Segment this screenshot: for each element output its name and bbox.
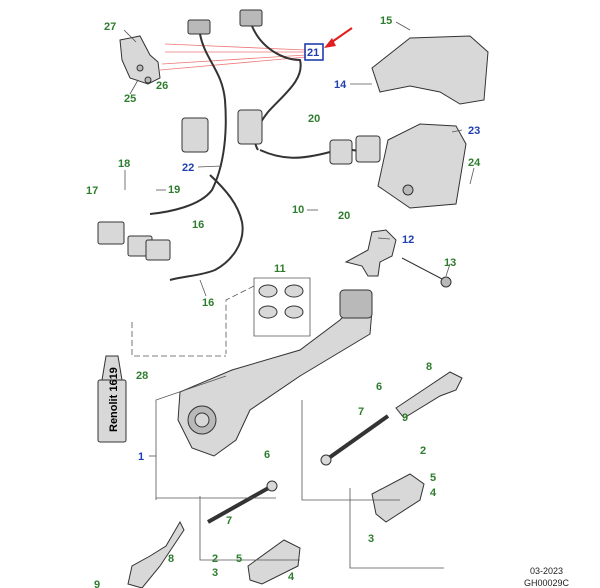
callout-18: 18 — [118, 158, 130, 170]
leader-red-1 — [164, 43, 307, 51]
callout-14: 14 — [334, 79, 347, 91]
callout-11: 11 — [274, 263, 286, 275]
callout-3b: 3 — [212, 567, 218, 579]
footer-code: GH00029C — [524, 578, 570, 588]
callout-27: 27 — [104, 21, 116, 33]
callout-6b: 6 — [264, 449, 270, 461]
callout-22: 22 — [182, 162, 194, 174]
stud-part-24 — [402, 184, 414, 196]
bushing-set-part-11 — [258, 284, 304, 319]
leader-red-4 — [159, 56, 307, 71]
callout-23: 23 — [468, 125, 480, 137]
callout-7b: 7 — [226, 515, 232, 527]
footer-date: 03-2023 — [530, 566, 563, 576]
callout-1: 1 — [138, 451, 144, 463]
grease-tube-part-28 — [97, 355, 127, 443]
callout-10: 10 — [292, 204, 304, 216]
callout-21: 21 — [307, 47, 319, 59]
callout-2b: 2 — [212, 553, 218, 565]
callout-25: 25 — [124, 93, 136, 105]
bracket-part-25 — [119, 35, 161, 85]
mount-bracket-part-12 — [344, 229, 397, 277]
callout-6: 6 — [376, 381, 382, 393]
boot-part-4-lower — [247, 539, 301, 585]
callout-17: 17 — [86, 185, 98, 197]
callout-8b: 8 — [168, 553, 174, 565]
heat-shield-part-23 — [377, 123, 467, 209]
bolt-part-13 — [401, 257, 445, 281]
inner-tie-rod-part-6-lower — [207, 480, 278, 524]
callout-24: 24 — [468, 157, 481, 169]
wiring-harness-part-22 — [97, 9, 381, 281]
callout-7: 7 — [358, 406, 364, 418]
callout-20: 20 — [308, 113, 320, 125]
red-arrow-icon — [324, 27, 353, 48]
callout-12: 12 — [402, 234, 414, 246]
tie-rod-end-part-8 — [395, 371, 463, 419]
callout-20b: 20 — [338, 210, 350, 222]
callout-2: 2 — [420, 445, 426, 457]
steering-rack-part-1 — [177, 289, 373, 457]
callout-8: 8 — [426, 361, 432, 373]
callout-21-highlight-box — [304, 43, 324, 61]
callout-5b: 5 — [236, 553, 242, 565]
callout-3: 3 — [368, 533, 374, 545]
assembly-bracket-line — [155, 375, 227, 500]
callout-26: 26 — [156, 80, 168, 92]
boot-part-4 — [371, 473, 425, 523]
callout-5: 5 — [430, 472, 436, 484]
bushing-group-box — [253, 277, 311, 337]
callout-28: 28 — [136, 370, 148, 382]
heat-shield-part-14 — [371, 35, 489, 105]
callout-19: 19 — [168, 184, 180, 196]
callout-13: 13 — [444, 257, 456, 269]
callout-4b: 4 — [288, 571, 295, 583]
callout-15: 15 — [380, 15, 392, 27]
inner-tie-rod-part-6 — [320, 414, 390, 466]
callout-16b: 16 — [202, 297, 214, 309]
grease-tube-label: Renolit 1619 — [108, 367, 120, 432]
callout-16: 16 — [192, 219, 204, 231]
callout-9: 9 — [402, 412, 408, 424]
tie-rod-end-part-8-lower — [127, 520, 185, 588]
callout-9b: 9 — [94, 579, 100, 588]
callout-4: 4 — [430, 487, 437, 499]
